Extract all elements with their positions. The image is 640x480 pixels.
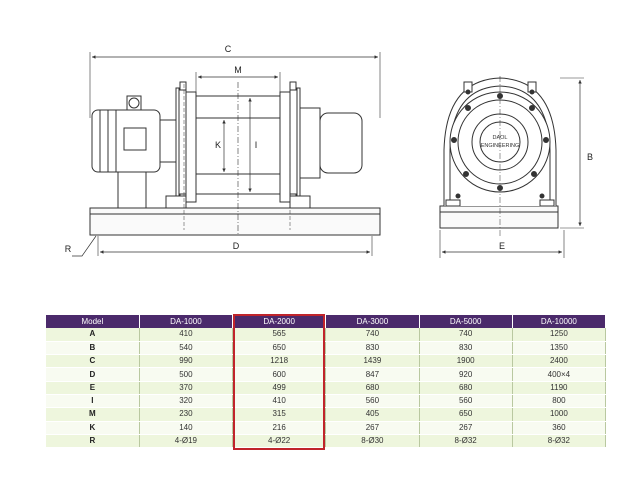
table-cell: 8-Ø30 — [325, 434, 420, 449]
header-da-3000: DA-3000 — [325, 315, 420, 328]
table-cell: 680 — [419, 381, 513, 395]
table-cell: 560 — [325, 394, 420, 409]
dimension-label-i: I — [255, 140, 258, 150]
table-cell: 830 — [419, 341, 513, 356]
table-cell: 990 — [139, 354, 234, 369]
table-cell: 1190 — [512, 381, 607, 395]
header-da-2000: DA-2000 — [232, 315, 327, 328]
table-cell: 410 — [139, 328, 234, 342]
dimension-label-e: E — [499, 241, 505, 251]
table-cell: 405 — [325, 407, 420, 422]
dimension-label-m: M — [234, 65, 242, 75]
row-label: E — [46, 381, 140, 395]
table-cell: 847 — [325, 367, 420, 382]
side-base-plate — [89, 207, 381, 236]
header-da-1000: DA-1000 — [139, 315, 234, 328]
row-label: A — [46, 328, 140, 342]
table-cell: 267 — [419, 421, 513, 435]
table-cell: 8-Ø32 — [419, 434, 513, 449]
table-cell: 565 — [232, 328, 327, 342]
dimension-label-k: K — [215, 140, 221, 150]
nameplate-line-1: DAOL — [493, 135, 508, 141]
table-cell: 400×4 — [512, 367, 607, 382]
front-view — [439, 76, 584, 258]
table-cell: 800 — [512, 394, 607, 409]
table-cell: 1900 — [419, 354, 513, 369]
nameplate-line-2: ENGINEERING — [481, 143, 520, 149]
table-cell: 1439 — [325, 354, 420, 369]
table-cell: 216 — [232, 421, 327, 435]
table-cell: 1218 — [232, 354, 327, 369]
table-cell: 830 — [325, 341, 420, 356]
table-cell: 680 — [325, 381, 420, 395]
row-label: K — [46, 421, 140, 435]
table-cell: 267 — [325, 421, 420, 435]
table-cell: 370 — [139, 381, 234, 395]
front-base-plate — [439, 205, 559, 229]
table-cell: 500 — [139, 367, 234, 382]
header-da-5000: DA-5000 — [419, 315, 513, 328]
winch-technical-drawing: C M K I D R — [65, 44, 593, 258]
table-cell: 4-Ø19 — [139, 434, 234, 449]
row-label: C — [46, 354, 140, 369]
table-cell: 600 — [232, 367, 327, 382]
table-cell: 410 — [232, 394, 327, 409]
table-cell: 540 — [139, 341, 234, 356]
row-label: M — [46, 407, 140, 422]
table-cell: 315 — [232, 407, 327, 422]
motor — [91, 95, 176, 173]
table-cell: 560 — [419, 394, 513, 409]
header-model: Model — [46, 315, 140, 328]
front-bolts — [451, 89, 549, 199]
dimension-label-r: R — [65, 244, 72, 254]
table-cell: 1250 — [512, 328, 607, 342]
table-cell: 360 — [512, 421, 607, 435]
table-cell: 650 — [419, 407, 513, 422]
table-cell: 740 — [325, 328, 420, 342]
table-cell: 920 — [419, 367, 513, 382]
left-flange — [175, 81, 197, 207]
header-da-10000: DA-10000 — [512, 315, 607, 328]
table-cell: 499 — [232, 381, 327, 395]
table-cell: 1000 — [512, 407, 607, 422]
table-cell: 650 — [232, 341, 327, 356]
side-view — [72, 52, 381, 257]
row-label: D — [46, 367, 140, 382]
table-cell: 8-Ø32 — [512, 434, 607, 449]
row-label: I — [46, 394, 140, 409]
dimension-label-c: C — [225, 44, 232, 54]
row-label: B — [46, 341, 140, 356]
gearbox — [299, 107, 363, 179]
table-cell: 4-Ø22 — [232, 434, 327, 449]
row-label: R — [46, 434, 140, 449]
table-cell: 230 — [139, 407, 234, 422]
table-cell: 2400 — [512, 354, 607, 369]
table-cell: 320 — [139, 394, 234, 409]
dimension-label-d: D — [233, 241, 240, 251]
dimension-label-b: B — [587, 152, 593, 162]
table-cell: 1350 — [512, 341, 607, 356]
table-cell: 740 — [419, 328, 513, 342]
table-cell: 140 — [139, 421, 234, 435]
